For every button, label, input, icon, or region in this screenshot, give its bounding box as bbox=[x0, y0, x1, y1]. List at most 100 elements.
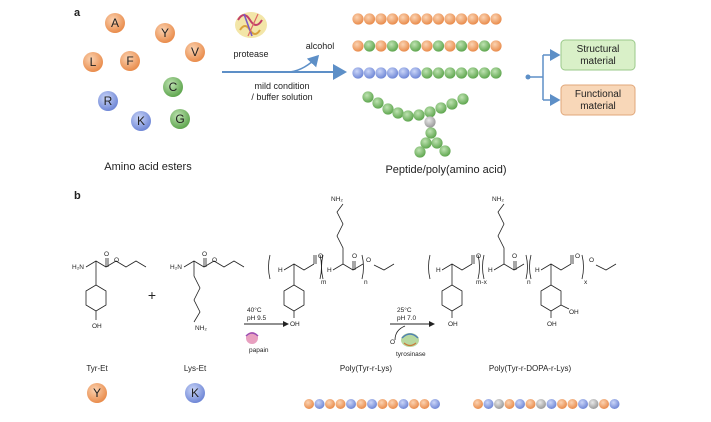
chain-bead bbox=[546, 399, 557, 409]
chain-bead bbox=[352, 67, 364, 79]
chain-bead bbox=[377, 399, 388, 409]
chain-bead bbox=[432, 40, 445, 52]
chain-bead bbox=[490, 13, 502, 25]
svg-text:K: K bbox=[191, 386, 199, 400]
svg-text:OH: OH bbox=[448, 321, 458, 328]
svg-text:O: O bbox=[114, 257, 119, 264]
chain-bead bbox=[578, 399, 588, 409]
polymer-1-label: Poly(Tyr-r-Lys) bbox=[340, 364, 392, 373]
chain-bead bbox=[414, 146, 426, 158]
lys-et-structure: H₂N O O NH₂ bbox=[170, 251, 245, 332]
chain-bead bbox=[424, 106, 436, 118]
chain-bead bbox=[457, 93, 469, 105]
chain-bead bbox=[304, 399, 314, 409]
papain-label: papain bbox=[249, 347, 269, 354]
svg-text:OH: OH bbox=[290, 321, 300, 328]
svg-text:Functional: Functional bbox=[575, 89, 621, 100]
chain-bead bbox=[467, 67, 479, 79]
alcohol-label: alcohol bbox=[306, 41, 335, 51]
svg-text:OH: OH bbox=[547, 321, 557, 328]
chain-bead bbox=[515, 399, 525, 409]
chain-bead bbox=[490, 40, 502, 52]
amino-acid-bead: A bbox=[105, 13, 125, 33]
chain-bead bbox=[386, 40, 399, 52]
chain-bead bbox=[455, 13, 468, 25]
chain-bead bbox=[409, 13, 422, 25]
amino-acid-bead: F bbox=[120, 51, 140, 71]
chain-bead bbox=[473, 399, 483, 409]
svg-text:H₂N: H₂N bbox=[170, 264, 182, 271]
chain-bead bbox=[609, 399, 620, 409]
condition-line-1: mild condition bbox=[254, 81, 309, 91]
amino-acid-beads: A Y L F V C R K G bbox=[83, 13, 205, 131]
tyrosinase-icon bbox=[401, 333, 419, 347]
chain-bead bbox=[402, 110, 414, 122]
svg-text:C: C bbox=[169, 80, 178, 94]
peptide-chains bbox=[352, 13, 502, 158]
chain-bead bbox=[325, 399, 335, 409]
amino-acid-bead: V bbox=[185, 42, 205, 62]
papain-icon bbox=[245, 332, 259, 344]
caption-amino-acid-esters: Amino acid esters bbox=[104, 161, 192, 173]
alcohol-arrow bbox=[289, 54, 320, 73]
chain-bead bbox=[588, 399, 599, 409]
panel-a-label: a bbox=[74, 7, 81, 19]
chain-bead bbox=[439, 145, 451, 157]
svg-text:A: A bbox=[111, 16, 119, 30]
chain-bead bbox=[478, 40, 491, 52]
chain-bead bbox=[536, 399, 546, 409]
svg-text:H: H bbox=[488, 267, 493, 274]
chain-bead bbox=[421, 40, 433, 52]
chain-bead bbox=[444, 13, 456, 25]
chain-bead bbox=[388, 399, 398, 409]
chain-bead bbox=[467, 13, 479, 25]
chain-bead bbox=[424, 116, 436, 128]
svg-text:O: O bbox=[589, 257, 594, 264]
chain-bead bbox=[398, 13, 410, 25]
step1-temp: 40°C bbox=[247, 306, 262, 314]
svg-text:O: O bbox=[512, 253, 517, 260]
amino-acid-bead: K bbox=[131, 111, 151, 131]
tyr-et-label: Tyr-Et bbox=[86, 364, 108, 373]
svg-text:H: H bbox=[327, 267, 332, 274]
chain-bead bbox=[419, 399, 430, 409]
protease-icon bbox=[235, 12, 267, 38]
oxygen-label: O bbox=[390, 339, 395, 346]
svg-text:O: O bbox=[212, 257, 217, 264]
svg-text:R: R bbox=[104, 94, 113, 108]
chain-bead bbox=[392, 107, 404, 119]
svg-text:G: G bbox=[175, 112, 184, 126]
chain-bead bbox=[432, 67, 445, 79]
amino-acid-bead: L bbox=[83, 52, 103, 72]
svg-text:Structural: Structural bbox=[577, 44, 620, 55]
svg-text:m-x: m-x bbox=[476, 279, 488, 286]
chain-bead bbox=[478, 13, 491, 25]
svg-text:F: F bbox=[126, 54, 133, 68]
svg-text:material: material bbox=[580, 101, 616, 112]
svg-text:x: x bbox=[584, 279, 588, 286]
step2-ph: pH 7.0 bbox=[397, 315, 417, 322]
amino-acid-bead: G bbox=[170, 109, 190, 129]
chain-bead bbox=[386, 13, 399, 25]
chain-bead bbox=[409, 40, 422, 52]
lys-bead: K bbox=[185, 383, 205, 403]
polymer-2-label: Poly(Tyr-r-DOPA-r-Lys) bbox=[489, 364, 572, 373]
oxygen-arrow bbox=[394, 325, 406, 341]
condition-line-2: / buffer solution bbox=[251, 92, 312, 102]
chain-bead bbox=[420, 137, 432, 149]
chain-bead bbox=[398, 67, 410, 79]
svg-text:n: n bbox=[364, 279, 368, 286]
panel-b-label: b bbox=[74, 190, 81, 202]
svg-text:O: O bbox=[104, 251, 109, 258]
svg-text:Y: Y bbox=[93, 386, 101, 400]
chain-bead bbox=[375, 67, 387, 79]
chain-bead bbox=[363, 67, 376, 79]
chain-bead bbox=[421, 67, 433, 79]
chain-bead bbox=[367, 399, 377, 409]
chain-bead bbox=[398, 399, 409, 409]
amino-acid-bead: R bbox=[98, 91, 118, 111]
chain-bead bbox=[356, 399, 367, 409]
polymer-1-chain bbox=[304, 399, 440, 409]
chain-bead bbox=[314, 399, 325, 409]
